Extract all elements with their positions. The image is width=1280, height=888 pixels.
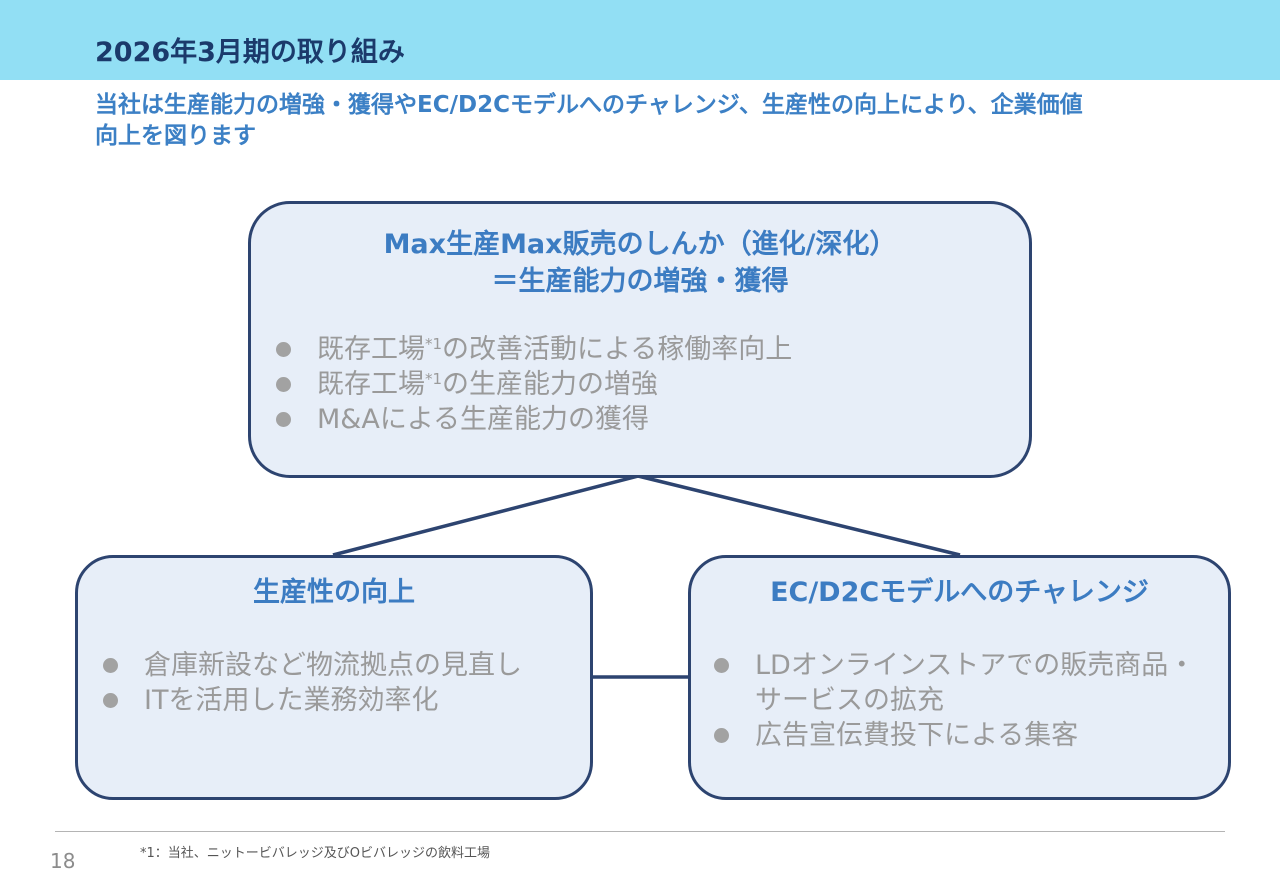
bullet-dot-icon [103,693,118,708]
list-item: ITを活用した業務効率化 [103,683,522,718]
bullet-dot-icon [276,377,291,392]
box-top-list: 既存工場*1の改善活動による稼働率向上 既存工場*1の生産能力の増強 M&Aによ… [276,332,792,437]
bullet-dot-icon [103,658,118,673]
item-text-rest: の改善活動による稼働率向上 [442,334,793,365]
box-top-title-line-2: ＝生産能力の増強・獲得 [491,266,789,297]
box-right-title: EC/D2Cモデルへのチャレンジ [770,577,1149,608]
item-text: 既存工場 [317,369,425,400]
header-band [0,0,1280,80]
page-number: 18 [50,849,76,873]
list-item: 既存工場*1の改善活動による稼働率向上 [276,332,792,367]
item-text-line-2: サービスの拡充 [755,685,944,716]
item-text: M&Aによる生産能力の獲得 [317,404,650,435]
list-item: 既存工場*1の生産能力の増強 [276,367,792,402]
item-text-rest: の生産能力の増強 [442,369,659,400]
list-item: M&Aによる生産能力の獲得 [276,402,792,437]
connector-top-to-left [332,474,639,557]
box-productivity: 生産性の向上 倉庫新設など物流拠点の見直し ITを活用した業務効率化 [75,555,593,800]
footnote: *1：当社、ニットービバレッジ及びOビバレッジの飲料工場 [140,846,491,861]
connector-top-to-right [637,474,961,557]
footnote-mark: *1 [425,335,443,353]
lead-text: 当社は生産能力の増強・獲得やEC/D2Cモデルへのチャレンジ、生産性の向上により… [95,90,1205,152]
item-text: 広告宣伝費投下による集客 [755,720,1079,751]
bullet-dot-icon [714,658,729,673]
bullet-dot-icon [714,728,729,743]
footer-divider [55,831,1225,832]
list-item: 倉庫新設など物流拠点の見直し [103,648,522,683]
box-right-list: LDオンラインストアでの販売商品・ サービスの拡充 広告宣伝費投下による集客 [714,648,1195,753]
bullet-dot-icon [276,342,291,357]
box-ec-d2c: EC/D2Cモデルへのチャレンジ LDオンラインストアでの販売商品・ サービスの… [688,555,1231,800]
item-text: 倉庫新設など物流拠点の見直し [144,650,522,681]
lead-line-1: 当社は生産能力の増強・獲得やEC/D2Cモデルへのチャレンジ、生産性の向上により… [95,92,1083,118]
list-item: LDオンラインストアでの販売商品・ サービスの拡充 [714,648,1195,718]
item-text: ITを活用した業務効率化 [144,685,439,716]
footnote-mark: *1 [425,370,443,388]
box-top-title: Max生産Max販売のしんか（進化/深化） ＝生産能力の増強・獲得 [251,226,1029,300]
box-production-capacity: Max生産Max販売のしんか（進化/深化） ＝生産能力の増強・獲得 既存工場*1… [248,201,1032,478]
box-top-title-line-1: Max生産Max販売のしんか（進化/深化） [383,229,897,260]
item-text: 既存工場 [317,334,425,365]
page-title: 2026年3月期の取り組み [95,37,405,68]
box-left-title: 生産性の向上 [253,577,415,608]
box-left-list: 倉庫新設など物流拠点の見直し ITを活用した業務効率化 [103,648,522,718]
lead-line-2: 向上を図ります [95,123,256,149]
list-item: 広告宣伝費投下による集客 [714,718,1195,753]
bullet-dot-icon [276,412,291,427]
item-text-line-1: LDオンラインストアでの販売商品・ [755,650,1196,681]
